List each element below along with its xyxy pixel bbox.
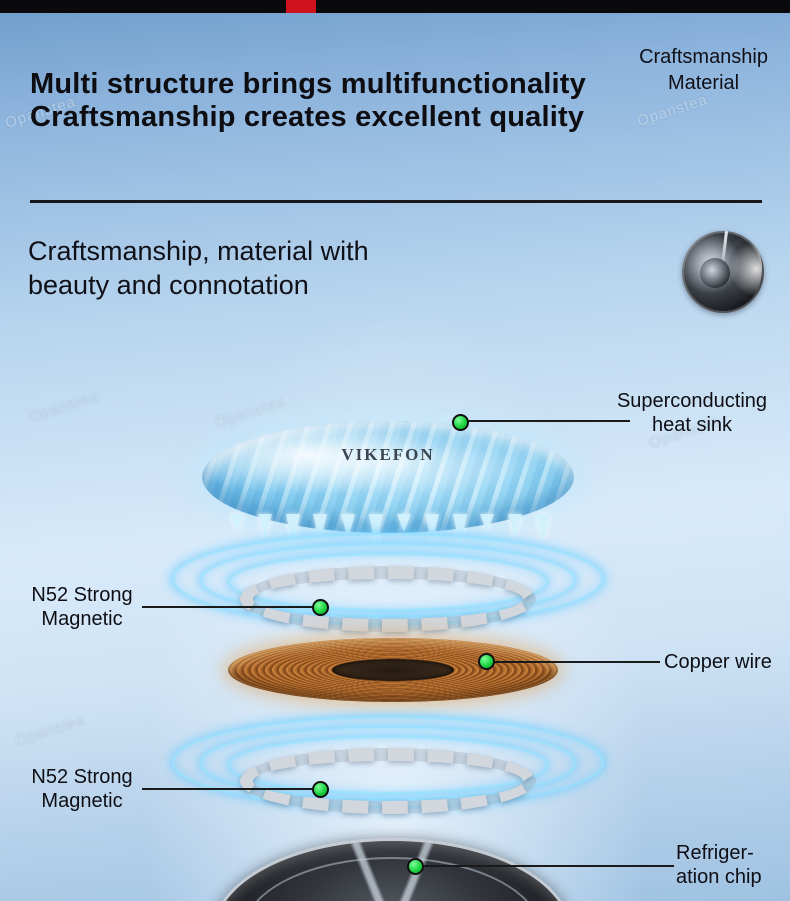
callout-dot-magnet-top: [312, 599, 329, 616]
callout-line-magnet-top: [142, 606, 312, 608]
magnet-bottom-label-line1: N52 Strong: [31, 766, 133, 788]
callout-line-heatsink: [468, 420, 630, 422]
corner-label-line2: Material: [667, 72, 740, 94]
chip-label-line2: ation chip: [676, 865, 762, 888]
callout-label-copper: Copper wire: [664, 651, 772, 675]
callout-dot-heatsink: [452, 414, 469, 431]
heatsink-label-line1: Superconducting: [616, 390, 768, 412]
callout-line-magnet-bottom: [142, 788, 312, 790]
corner-label-line1: Craftsmanship: [639, 46, 768, 68]
heatsink-label-line2: heat sink: [651, 413, 733, 436]
callout-dot-chip: [407, 858, 424, 875]
callout-dot-magnet-bottom: [312, 781, 329, 798]
magnet-bottom-label-line2: Magnetic: [41, 789, 123, 812]
red-accent: [286, 0, 316, 13]
top-photo-strip: [0, 0, 790, 13]
subtitle-line1: Craftsmanship, material with: [28, 236, 369, 266]
coil-center: [332, 659, 454, 681]
watermark: Opanstea: [635, 91, 710, 130]
page-title-line1: Multi structure brings multifunctionalit…: [30, 68, 586, 100]
magnet-top-label-line1: N52 Strong: [31, 584, 133, 606]
copper-label-line1: Copper wire: [664, 651, 772, 673]
callout-line-chip: [424, 865, 674, 867]
callout-label-magnet-bottom: N52 Strong Magnetic: [22, 766, 142, 813]
magnet-ring-bottom: [240, 748, 536, 814]
magnet-ring-top: [240, 566, 536, 632]
subtitle-line2: beauty and connotation: [28, 270, 309, 300]
callout-label-chip: Refriger- ation chip: [676, 842, 762, 889]
refrigeration-chip-disc: [212, 838, 572, 901]
corner-label: Craftsmanship Material: [639, 44, 768, 96]
callout-line-copper: [494, 661, 660, 663]
magnet-top-label-line2: Magnetic: [41, 607, 123, 630]
ice-highlight: [231, 431, 545, 494]
page-title-line2: Craftsmanship creates excellent quality: [30, 101, 585, 133]
watermark: Opanstea: [27, 387, 102, 426]
inset-glare: [726, 237, 762, 301]
brand-text: VIKEFON: [341, 445, 435, 464]
callout-dot-copper: [478, 653, 495, 670]
copper-coil: [228, 638, 558, 702]
watermark: Opanstea: [13, 711, 88, 750]
callout-label-magnet-top: N52 Strong Magnetic: [22, 584, 142, 631]
callout-label-heatsink: Superconducting heat sink: [614, 390, 770, 437]
divider: [30, 200, 762, 203]
inset-lens: [700, 258, 730, 288]
chip-label-line1: Refriger-: [676, 842, 754, 864]
detail-inset-image: [682, 231, 764, 313]
icicles: [230, 514, 550, 548]
